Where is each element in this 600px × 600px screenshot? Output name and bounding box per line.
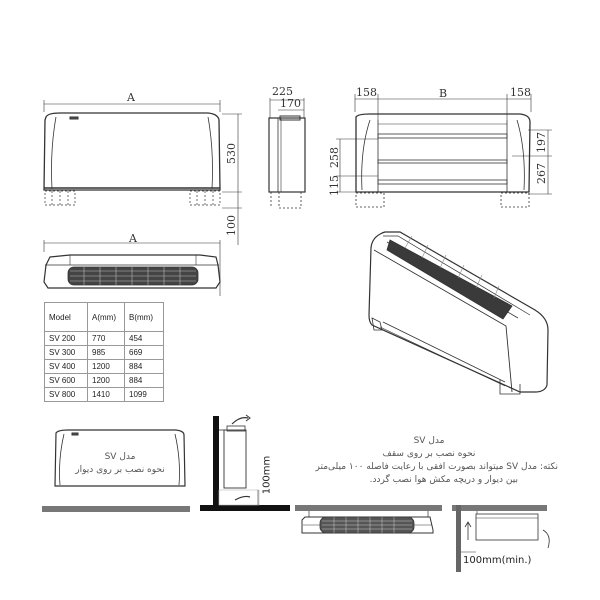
- back-left-upper-label: 258: [328, 147, 341, 168]
- wall-mount-model: مدل SV: [104, 452, 136, 462]
- table-cell: SV 800: [44, 387, 88, 402]
- front-height-label: 530: [225, 143, 238, 164]
- table-cell: 1099: [124, 387, 164, 402]
- floor-clearance-diagram: [200, 414, 290, 511]
- wall-mount-caption: مدل SV نحوه نصب بر روی دیوار: [60, 451, 180, 477]
- table-cell: 454: [124, 331, 164, 346]
- front-view-unit: [43, 100, 242, 245]
- table-header-row: Model A(mm) B(mm): [44, 302, 164, 332]
- table-cell: 884: [124, 373, 164, 388]
- side-outer-depth-label: 225: [272, 85, 293, 98]
- back-left-lower-label: 115: [328, 175, 341, 196]
- top-width-label: A: [129, 232, 137, 245]
- floor-clearance-label: 100mm: [261, 455, 273, 495]
- back-right-margin-label: 158: [510, 86, 531, 99]
- back-top-label: 197: [535, 132, 548, 153]
- back-view-unit: [336, 94, 552, 208]
- table-header: A(mm): [87, 302, 125, 332]
- top-view-unit: [43, 240, 221, 296]
- table-cell: 770: [87, 331, 125, 346]
- floor-hatch: [42, 506, 190, 512]
- front-leg-height-label: 100: [225, 215, 238, 236]
- table-cell: SV 400: [44, 359, 88, 374]
- ceiling-mount-caption: مدل SV نحوه نصب بر روی سقف نکته: مدل SV …: [300, 435, 558, 487]
- table-header: B(mm): [124, 302, 164, 332]
- side-view-unit: [268, 98, 306, 209]
- table-cell: SV 200: [44, 331, 88, 346]
- ceiling-clearance-diagram: [452, 505, 550, 572]
- front-width-label: A: [127, 91, 135, 104]
- ceiling-clearance-label: 100mm(min.): [463, 555, 532, 566]
- isometric-view-unit: [368, 231, 549, 395]
- table-cell: 884: [124, 359, 164, 374]
- ceiling-mount-note-line1: نکته: مدل SV میتواند بصورت افقی با رعایت…: [315, 462, 558, 472]
- back-center-label: B: [439, 87, 448, 100]
- ceiling-mount-method: نحوه نصب بر روی سقف: [382, 449, 476, 459]
- wall-mount-method: نحوه نصب بر روی دیوار: [75, 465, 165, 475]
- ceiling-mount-model: مدل SV: [413, 436, 445, 446]
- side-inner-depth-label: 170: [280, 97, 301, 110]
- wall-mount-unit: [54, 429, 186, 487]
- table-header: Model: [44, 302, 88, 332]
- table-cell: 1200: [87, 373, 125, 388]
- table-cell: SV 300: [44, 345, 88, 360]
- ceiling-mount-unit: [295, 505, 442, 534]
- ceiling-mount-note-line2: بین دیوار و دریچه مکش هوا نصب گردد.: [369, 475, 518, 485]
- table-cell: 1410: [87, 387, 125, 402]
- back-bottom-label: 267: [535, 163, 548, 184]
- back-left-margin-label: 158: [356, 86, 377, 99]
- table-cell: SV 600: [44, 373, 88, 388]
- table-cell: 1200: [87, 359, 125, 374]
- table-cell: 985: [87, 345, 125, 360]
- table-cell: 669: [124, 345, 164, 360]
